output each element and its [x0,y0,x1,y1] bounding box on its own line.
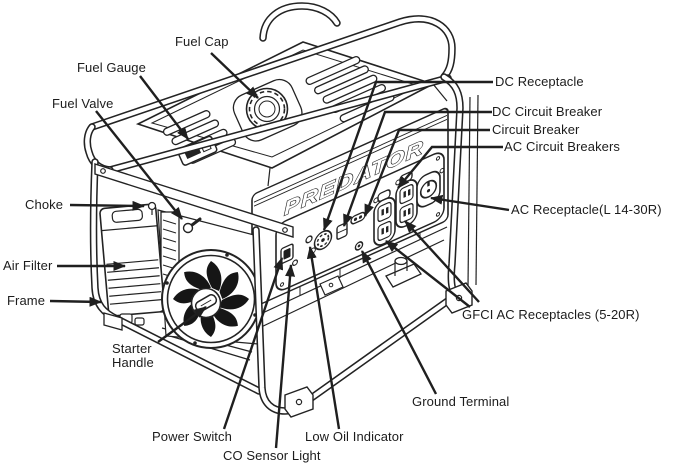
leader-ac-circuit-breakers [397,145,503,189]
recoil-starter [161,249,261,349]
air-filter-part [99,203,166,317]
leader-starter-handle [157,306,207,343]
label-co-sensor-light: CO Sensor Light [223,448,321,463]
leader-lines [49,52,510,449]
leader-fuel-cap [210,52,259,99]
leader-power-switch [222,257,284,430]
leader-co-sensor-light [274,264,296,449]
label-power-switch: Power Switch [152,429,232,444]
label-fuel-gauge: Fuel Gauge [77,60,146,75]
leader-low-oil-indicator [306,246,341,430]
leader-fuel-gauge [139,75,189,140]
fuel-tank [135,41,448,187]
label-fuel-cap: Fuel Cap [175,34,229,49]
leader-dc-circuit-breaker [342,110,492,227]
label-gfci-ac-receptacles: GFCI AC Receptacles (5-20R) [462,307,640,322]
label-ac-circuit-breakers: AC Circuit Breakers [504,139,621,154]
label-dc-receptacle: DC Receptacle [495,74,584,89]
dc-receptacle-part [310,229,333,254]
leader-frame [49,296,102,307]
rear-frame-corner [259,2,341,42]
leader-gfci-1 [385,240,471,308]
leader-ac-receptacle [430,194,510,212]
leader-circuit-breaker [363,128,490,217]
power-switch-part [280,243,294,265]
low-oil-indicator-part [305,235,313,244]
leader-gfci-2 [404,220,480,303]
mount-bolt [385,256,422,288]
frame-part [83,15,479,418]
leader-dc-receptacle [322,80,493,231]
engine [99,201,261,349]
label-fuel-valve: Fuel Valve [52,96,114,111]
ground-terminal-part [354,241,364,251]
fuel-valve-part [182,217,202,234]
label-dc-circuit-breaker: DC Circuit Breaker [492,104,603,119]
label-ac-receptacle: AC Receptacle(L 14-30R) [511,202,662,217]
label-ground-terminal: Ground Terminal [412,394,510,409]
gfci-outlet-1 [373,189,396,246]
label-low-oil-indicator: Low Oil Indicator [305,429,404,444]
label-frame: Frame [7,293,46,308]
label-choke: Choke [25,197,64,212]
leader-fuel-valve [95,110,183,220]
label-air-filter: Air Filter [3,258,53,273]
dc-circuit-breaker-part [336,222,348,240]
choke-part [147,201,157,215]
label-circuit-breaker: Circuit Breaker [492,122,580,137]
leader-choke [69,200,145,211]
leader-ground-terminal [360,250,438,395]
label-starter-handle: Starter Handle [112,341,154,371]
